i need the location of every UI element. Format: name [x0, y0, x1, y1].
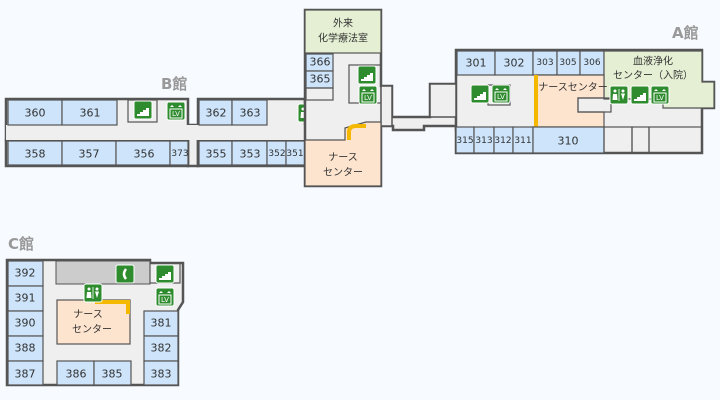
- room-353-label: 353: [240, 148, 261, 161]
- nurse-center-main[interactable]: [304, 121, 382, 187]
- room-381[interactable]: [143, 310, 179, 337]
- nurse-center-c-line2: センター: [72, 324, 112, 336]
- building-a-label: A館: [672, 24, 699, 42]
- nurse-center-line1: ナース: [328, 152, 358, 164]
- room-302-label: 302: [504, 57, 525, 70]
- room-312-label: 312: [494, 136, 511, 146]
- room-362[interactable]: [198, 99, 233, 126]
- room-366-label: 366: [310, 56, 331, 69]
- room-361[interactable]: [61, 99, 118, 126]
- building-b-label: B館: [161, 75, 187, 93]
- nurse-counter-c: [95, 300, 130, 314]
- nurse-counter-a: [534, 75, 538, 127]
- room-305-label: 305: [559, 58, 576, 68]
- elevator-icon: [155, 287, 175, 307]
- room-311-label: 311: [514, 136, 531, 146]
- room-382[interactable]: [143, 335, 179, 362]
- room-356[interactable]: [115, 140, 171, 166]
- nurse-counter: [347, 124, 366, 140]
- room-381-label: 381: [151, 317, 172, 330]
- room-356-label: 356: [134, 148, 155, 161]
- room-386-label: 386: [66, 368, 87, 381]
- room-357[interactable]: [61, 140, 117, 166]
- room-363-label: 363: [240, 107, 261, 120]
- room-361-label: 361: [80, 107, 101, 120]
- nurse-center-c-line1: ナース: [73, 309, 103, 321]
- stairs-icon: [470, 84, 490, 104]
- nurse-center-line2: センター: [323, 167, 363, 179]
- phone-icon: [114, 263, 136, 285]
- room-303-label: 303: [536, 58, 553, 68]
- room-373[interactable]: [169, 140, 189, 166]
- room-355-label: 355: [206, 148, 227, 161]
- stair-frame: [127, 99, 158, 123]
- room-383-label: 383: [151, 368, 172, 381]
- storage-area: [55, 260, 151, 285]
- restroom-icon: [609, 85, 629, 105]
- room-301-label: 301: [466, 57, 487, 70]
- room-358[interactable]: [7, 140, 63, 166]
- room-360[interactable]: [7, 99, 63, 126]
- room-306-label: 306: [583, 58, 600, 68]
- room-303[interactable]: [532, 50, 558, 76]
- room-353[interactable]: [231, 140, 268, 166]
- dialysis-line2: センター（入院）: [613, 69, 693, 82]
- dialysis-line1: 血液浄化: [633, 55, 673, 68]
- room-365-label: 365: [310, 73, 331, 86]
- outpatient-chemo-line2: 化学療法室: [318, 32, 368, 45]
- nurse-center-c[interactable]: [56, 299, 131, 345]
- elevator-icon: [491, 84, 511, 104]
- room-357-label: 357: [79, 148, 100, 161]
- room-310[interactable]: [532, 126, 605, 154]
- elevator-icon: [650, 85, 670, 105]
- room-392-label: 392: [15, 267, 36, 280]
- room-362-label: 362: [206, 107, 227, 120]
- room-391-label: 391: [15, 292, 36, 305]
- room-390-label: 390: [15, 317, 36, 330]
- stairs-icon: [155, 264, 175, 284]
- elevator-icon: [358, 85, 378, 105]
- room-352-label: 352: [268, 149, 285, 159]
- outpatient-chemo-room[interactable]: [304, 9, 382, 54]
- room-387[interactable]: [7, 360, 44, 386]
- room-383[interactable]: [143, 360, 179, 386]
- stairs-icon: [133, 100, 153, 120]
- room-387-label: 387: [15, 368, 36, 381]
- building-c-label: C館: [8, 235, 34, 253]
- room-315-label: 315: [456, 136, 473, 146]
- room-360-label: 360: [25, 107, 46, 120]
- room-385-label: 385: [102, 368, 123, 381]
- room-386[interactable]: [56, 360, 95, 386]
- room-313-label: 313: [475, 136, 492, 146]
- room-391[interactable]: [7, 285, 44, 312]
- room-385[interactable]: [93, 360, 132, 386]
- elevator-icon: [166, 101, 186, 121]
- room-355[interactable]: [198, 140, 233, 166]
- room-388-label: 388: [15, 342, 36, 355]
- outpatient-chemo-line1: 外来: [333, 18, 353, 30]
- room-351-label: 351: [286, 149, 303, 159]
- nurse-center-a-label: ナースセンター: [538, 82, 608, 94]
- room-358-label: 358: [25, 148, 46, 161]
- stairs-icon: [630, 85, 650, 105]
- room-373-label: 373: [171, 149, 188, 159]
- room-302[interactable]: [494, 50, 534, 76]
- room-310-label: 310: [558, 135, 579, 148]
- room-363[interactable]: [231, 99, 268, 126]
- stairs-icon: [357, 65, 377, 85]
- room-382-label: 382: [151, 342, 172, 355]
- restroom-icon: [83, 283, 103, 303]
